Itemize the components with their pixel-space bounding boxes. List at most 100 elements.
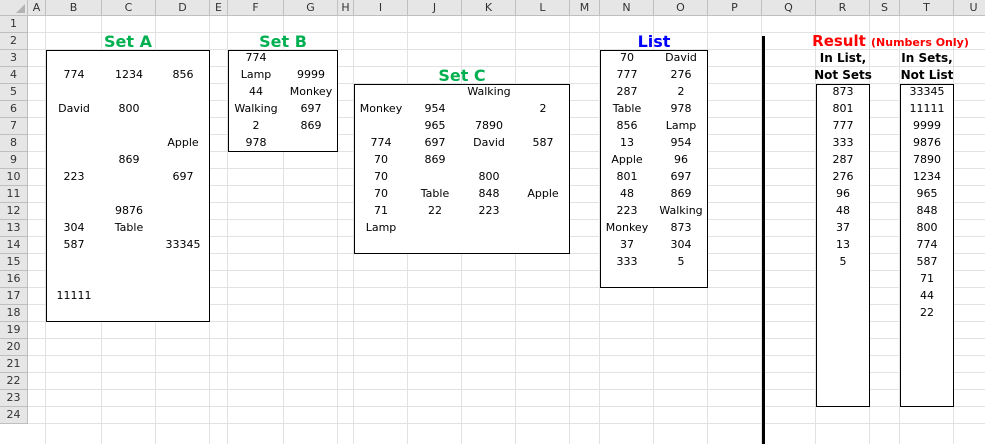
cell-value[interactable]: 276 <box>670 68 692 81</box>
cell-value[interactable]: 22 <box>428 204 442 217</box>
cell-value[interactable]: 869 <box>670 187 692 200</box>
row-header[interactable]: 17 <box>0 288 28 305</box>
cell-value[interactable]: 37 <box>620 238 634 251</box>
column-header[interactable]: O <box>654 0 708 16</box>
cell-value[interactable]: 848 <box>478 187 500 200</box>
column-header[interactable]: I <box>354 0 408 16</box>
cell-value[interactable]: Monkey <box>605 221 649 234</box>
cell-value[interactable]: 1234 <box>115 68 143 81</box>
column-header[interactable]: C <box>102 0 156 16</box>
row-header[interactable]: 15 <box>0 254 28 271</box>
cell-value[interactable]: 2 <box>539 102 547 115</box>
cell-value[interactable]: Monkey <box>359 102 403 115</box>
column-header[interactable]: T <box>900 0 954 16</box>
cell-value[interactable]: Walking <box>234 102 278 115</box>
column-header[interactable]: G <box>284 0 338 16</box>
cell-value[interactable]: 70 <box>620 51 634 64</box>
cell-value[interactable]: 7890 <box>475 119 503 132</box>
cell-value[interactable]: Lamp <box>240 68 272 81</box>
column-header[interactable]: Q <box>762 0 816 16</box>
column-header[interactable]: N <box>600 0 654 16</box>
cell-value[interactable]: 13 <box>620 136 634 149</box>
cell-value[interactable]: Apple <box>167 136 199 149</box>
cell-value[interactable]: 223 <box>616 204 638 217</box>
in-sets-not-list-value[interactable]: 9999 <box>913 119 941 132</box>
cell-value[interactable]: 304 <box>63 221 85 234</box>
row-header[interactable]: 11 <box>0 186 28 203</box>
cell-value[interactable]: 869 <box>118 153 140 166</box>
in-sets-not-list-value[interactable]: 587 <box>916 255 938 268</box>
in-list-not-sets-value[interactable]: 333 <box>832 136 854 149</box>
in-list-not-sets-value[interactable]: 287 <box>832 153 854 166</box>
in-sets-not-list-value[interactable]: 800 <box>916 221 938 234</box>
in-list-not-sets-value[interactable]: 48 <box>836 204 850 217</box>
in-sets-not-list-value[interactable]: 33345 <box>909 85 945 98</box>
cell-value[interactable]: 587 <box>63 238 85 251</box>
cell-value[interactable]: 9876 <box>115 204 143 217</box>
cell-value[interactable]: 697 <box>670 170 692 183</box>
cell-value[interactable]: Table <box>420 187 450 200</box>
cell-value[interactable]: 856 <box>616 119 638 132</box>
column-header[interactable]: J <box>408 0 462 16</box>
cell-value[interactable]: 774 <box>370 136 392 149</box>
in-sets-not-list-value[interactable]: 22 <box>920 306 934 319</box>
cell-value[interactable]: 777 <box>616 68 638 81</box>
cell-value[interactable]: 2 <box>677 85 685 98</box>
cell-value[interactable]: Apple <box>527 187 559 200</box>
row-header[interactable]: 5 <box>0 84 28 101</box>
in-list-not-sets-value[interactable]: 96 <box>836 187 850 200</box>
column-header[interactable]: D <box>156 0 210 16</box>
in-list-not-sets-value[interactable]: 777 <box>832 119 854 132</box>
cell-value[interactable]: Table <box>114 221 144 234</box>
cell-value[interactable]: 869 <box>300 119 322 132</box>
cell-value[interactable]: 287 <box>616 85 638 98</box>
row-header[interactable]: 10 <box>0 169 28 186</box>
cell-value[interactable]: David <box>58 102 90 115</box>
cell-value[interactable]: 774 <box>245 51 267 64</box>
cell-value[interactable]: Monkey <box>289 85 333 98</box>
in-sets-not-list-value[interactable]: 774 <box>916 238 938 251</box>
in-list-not-sets-value[interactable]: 5 <box>839 255 847 268</box>
in-list-not-sets-value[interactable]: 873 <box>832 85 854 98</box>
in-sets-not-list-value[interactable]: 11111 <box>909 102 945 115</box>
cell-value[interactable]: 70 <box>374 187 388 200</box>
cell-value[interactable]: 70 <box>374 170 388 183</box>
column-header[interactable]: A <box>28 0 46 16</box>
cell-value[interactable]: 71 <box>374 204 388 217</box>
cell-value[interactable]: 856 <box>172 68 194 81</box>
cell-value[interactable]: 48 <box>620 187 634 200</box>
cell-value[interactable]: 697 <box>300 102 322 115</box>
column-header[interactable]: B <box>46 0 102 16</box>
column-header[interactable]: L <box>516 0 570 16</box>
row-header[interactable]: 1 <box>0 16 28 33</box>
in-sets-not-list-value[interactable]: 1234 <box>913 170 941 183</box>
cell-value[interactable]: 5 <box>677 255 685 268</box>
in-sets-not-list-value[interactable]: 71 <box>920 272 934 285</box>
cell-value[interactable]: Lamp <box>665 119 697 132</box>
column-header[interactable]: F <box>228 0 284 16</box>
in-sets-not-list-value[interactable]: 44 <box>920 289 934 302</box>
row-header[interactable]: 14 <box>0 237 28 254</box>
cell-value[interactable]: 44 <box>249 85 263 98</box>
cell-value[interactable]: Table <box>612 102 642 115</box>
row-header[interactable]: 18 <box>0 305 28 322</box>
cell-value[interactable]: 954 <box>424 102 446 115</box>
cell-value[interactable]: 965 <box>424 119 446 132</box>
in-list-not-sets-value[interactable]: 276 <box>832 170 854 183</box>
cell-value[interactable]: 223 <box>63 170 85 183</box>
row-header[interactable]: 7 <box>0 118 28 135</box>
cell-value[interactable]: 304 <box>670 238 692 251</box>
cell-value[interactable]: 954 <box>670 136 692 149</box>
row-header[interactable]: 8 <box>0 135 28 152</box>
in-list-not-sets-value[interactable]: 801 <box>832 102 854 115</box>
row-header[interactable]: 9 <box>0 152 28 169</box>
row-header[interactable]: 23 <box>0 390 28 407</box>
in-sets-not-list-value[interactable]: 848 <box>916 204 938 217</box>
cell-value[interactable]: David <box>665 51 697 64</box>
cell-value[interactable]: 33345 <box>165 238 201 251</box>
cell-value[interactable]: 978 <box>670 102 692 115</box>
cell-value[interactable]: Lamp <box>365 221 397 234</box>
cell-value[interactable]: Walking <box>467 85 511 98</box>
column-header[interactable]: H <box>338 0 354 16</box>
